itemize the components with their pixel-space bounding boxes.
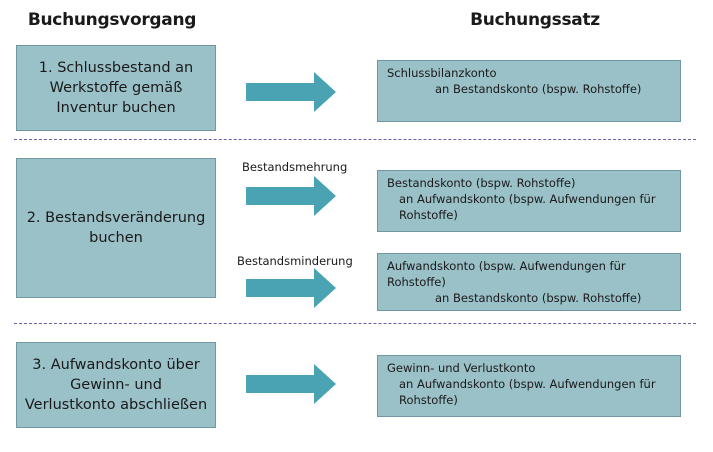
header-buchungsvorgang: Buchungsvorgang: [27, 10, 197, 30]
step3-arrow-icon: [246, 364, 336, 404]
step1-debit: Schlussbilanzkonto: [387, 66, 497, 80]
decrease-credit: an Bestandskonto (bspw. Rohstoffe): [435, 291, 642, 305]
increase-label: Bestandsmehrung: [242, 160, 348, 174]
divider-1: [14, 139, 696, 140]
step1-credit: an Bestandskonto (bspw. Rohstoffe): [435, 82, 642, 96]
decrease-entry-box: Aufwandskonto (bspw. Aufwendungen für Ro…: [377, 253, 681, 311]
step1-label: 1. Schlussbestand an Werkstoffe gemäß In…: [38, 60, 194, 116]
decrease-arrow-icon: [246, 268, 336, 308]
increase-arrow-icon: [246, 176, 336, 216]
decrease-label: Bestandsminderung: [237, 254, 353, 268]
step1-arrow-icon: [246, 72, 336, 112]
increase-entry-box: Bestandskonto (bspw. Rohstoffe) an Aufwa…: [377, 170, 681, 232]
divider-2: [14, 323, 696, 324]
step2-box: 2. Bestandsveränderung buchen: [16, 158, 216, 298]
increase-credit: an Aufwandskonto (bspw. Aufwendungen für…: [399, 192, 656, 222]
step2-label: 2. Bestandsveränderung buchen: [26, 210, 206, 246]
step1-entry-box: Schlussbilanzkonto an Bestandskonto (bsp…: [377, 60, 681, 122]
step1-box: 1. Schlussbestand an Werkstoffe gemäß In…: [16, 45, 216, 131]
step3-label: 3. Aufwandskonto über Gewinn- und Verlus…: [24, 357, 208, 413]
step3-credit: an Aufwandskonto (bspw. Aufwendungen für…: [399, 377, 656, 407]
increase-debit: Bestandskonto (bspw. Rohstoffe): [387, 176, 576, 190]
decrease-debit: Aufwandskonto (bspw. Aufwendungen für Ro…: [387, 259, 626, 289]
step3-debit: Gewinn- und Verlustkonto: [387, 361, 536, 375]
step3-entry-box: Gewinn- und Verlustkonto an Aufwandskont…: [377, 355, 681, 417]
header-buchungssatz: Buchungssatz: [470, 10, 600, 30]
step3-box: 3. Aufwandskonto über Gewinn- und Verlus…: [16, 342, 216, 428]
